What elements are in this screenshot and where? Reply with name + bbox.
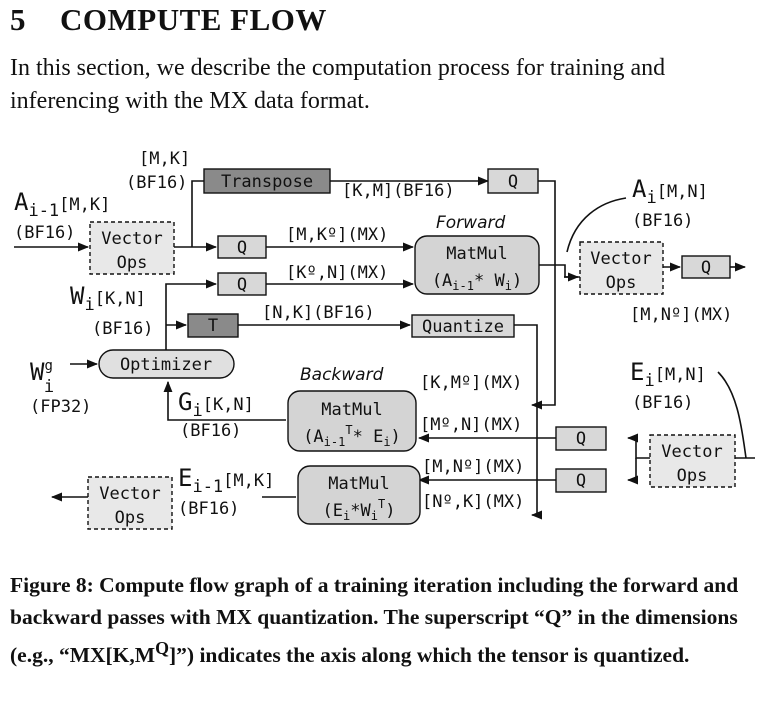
transpose-label: Transpose bbox=[221, 172, 313, 192]
matmul-backward-a-box bbox=[297, 465, 421, 525]
caption-text-end: ]”) indicates the axis along which the t… bbox=[169, 643, 690, 668]
q-label-e2: Q bbox=[576, 471, 586, 491]
forward-label: Forward bbox=[436, 213, 505, 233]
vector-label-out: Vector bbox=[590, 249, 651, 269]
edge-label-km-bf16: [K,M](BF16) bbox=[342, 181, 455, 201]
edge-label-kmq-mx: [K,Mº](MX) bbox=[420, 373, 522, 393]
q-box-w bbox=[217, 272, 267, 296]
section-number: 5 bbox=[10, 2, 26, 37]
vector-label-a: Vector bbox=[101, 229, 162, 249]
vector-ops-box-left bbox=[87, 476, 173, 530]
matmul-backward-w-box bbox=[287, 390, 417, 452]
edge-label-bf16-transpose: (BF16) bbox=[126, 173, 187, 193]
caption-text: Figure 8: Compute flow graph of a traini… bbox=[10, 573, 739, 668]
tensor-label-e-prev: Ei-1[M,K] bbox=[178, 464, 274, 497]
forward-formula: (Ai-1* Wi) bbox=[432, 271, 522, 293]
q-label-e1: Q bbox=[576, 429, 586, 449]
q-box-e1 bbox=[555, 426, 607, 451]
tensor-label-e: Ei[M,N] bbox=[630, 358, 706, 391]
vector-label-left: Vector bbox=[99, 484, 160, 504]
caption-superscript: Q bbox=[155, 638, 170, 658]
tensor-label-a-prev: Ai-1[M,K] bbox=[14, 188, 110, 221]
edge-label-nqk-mx: [Nº,K](MX) bbox=[422, 492, 524, 512]
vector-ops-box-out bbox=[579, 241, 664, 295]
tensor-type-e-prev: (BF16) bbox=[178, 499, 239, 519]
ops-label-e: Ops bbox=[677, 466, 708, 486]
tensor-type-g: (BF16) bbox=[180, 421, 241, 441]
edge-label-mnq-mx-e: [M,Nº](MX) bbox=[422, 457, 524, 477]
quantize-label: Quantize bbox=[422, 317, 504, 337]
q-label-top: Q bbox=[508, 172, 518, 192]
t-label: T bbox=[208, 316, 218, 336]
tensor-type-wg: (FP32) bbox=[30, 397, 91, 417]
intro-paragraph: In this section, we describe the computa… bbox=[10, 55, 666, 114]
tensor-type-w: (BF16) bbox=[92, 319, 153, 339]
q-box-top bbox=[487, 168, 539, 194]
vector-ops-box-a bbox=[89, 221, 175, 275]
backward-a-formula: (Ei*WiT) bbox=[323, 497, 396, 523]
matmul-forward-box bbox=[414, 235, 540, 295]
tensor-label-w: Wi[K,N] bbox=[70, 282, 146, 315]
section-title: COMPUTE FLOW bbox=[60, 2, 327, 37]
q-label-a: Q bbox=[237, 238, 247, 258]
edge-lines bbox=[14, 176, 755, 520]
matmul-forward-label: MatMul bbox=[446, 244, 507, 264]
quantize-box bbox=[411, 314, 515, 338]
q-box-e2 bbox=[555, 468, 607, 493]
backward-w-formula: (Ai-1T* Ei) bbox=[303, 423, 401, 449]
figure-caption: Figure 8: Compute flow graph of a traini… bbox=[10, 570, 762, 672]
transpose-box bbox=[203, 168, 331, 194]
tensor-type-a-prev: (BF16) bbox=[14, 223, 75, 243]
q-label-out: Q bbox=[701, 258, 711, 278]
vector-label-e: Vector bbox=[661, 442, 722, 462]
section-heading: 5 COMPUTE FLOW bbox=[10, 2, 327, 38]
edge-label-mkq-mx: [M,Kº](MX) bbox=[286, 225, 388, 245]
vector-ops-box-e bbox=[649, 434, 736, 488]
tensor-type-e: (BF16) bbox=[632, 393, 693, 413]
q-box-a bbox=[217, 235, 267, 259]
edge-label-mqn-mx: [Mº,N](MX) bbox=[420, 415, 522, 435]
tensor-label-a-out: Ai[M,N] bbox=[632, 175, 708, 208]
edge-label-mnq-mx-out: [M,Nº](MX) bbox=[630, 305, 732, 325]
tensor-label-g: Gi[K,N] bbox=[178, 388, 254, 421]
matmul-backward-w-label: MatMul bbox=[321, 400, 382, 420]
t-box bbox=[187, 313, 239, 338]
optimizer-label: Optimizer bbox=[120, 355, 212, 375]
q-box-out bbox=[681, 255, 731, 279]
edge-label-nk-bf16: [N,K](BF16) bbox=[262, 303, 375, 323]
edge-label-mk: [M,K] bbox=[139, 149, 190, 169]
ops-label-left: Ops bbox=[115, 508, 146, 528]
backward-label: Backward bbox=[300, 365, 384, 385]
tensor-type-a-out: (BF16) bbox=[632, 211, 693, 231]
optimizer-box bbox=[98, 349, 235, 379]
edge-label-kqn-mx: [Kº,N](MX) bbox=[286, 263, 388, 283]
compute-flow-diagram: Transpose Q Vector Ops Q Q MatMul T Quan… bbox=[14, 149, 755, 530]
q-label-w: Q bbox=[237, 275, 247, 295]
ops-label-out: Ops bbox=[606, 273, 637, 293]
ops-label-a: Ops bbox=[117, 253, 148, 273]
matmul-backward-a-label: MatMul bbox=[328, 474, 389, 494]
